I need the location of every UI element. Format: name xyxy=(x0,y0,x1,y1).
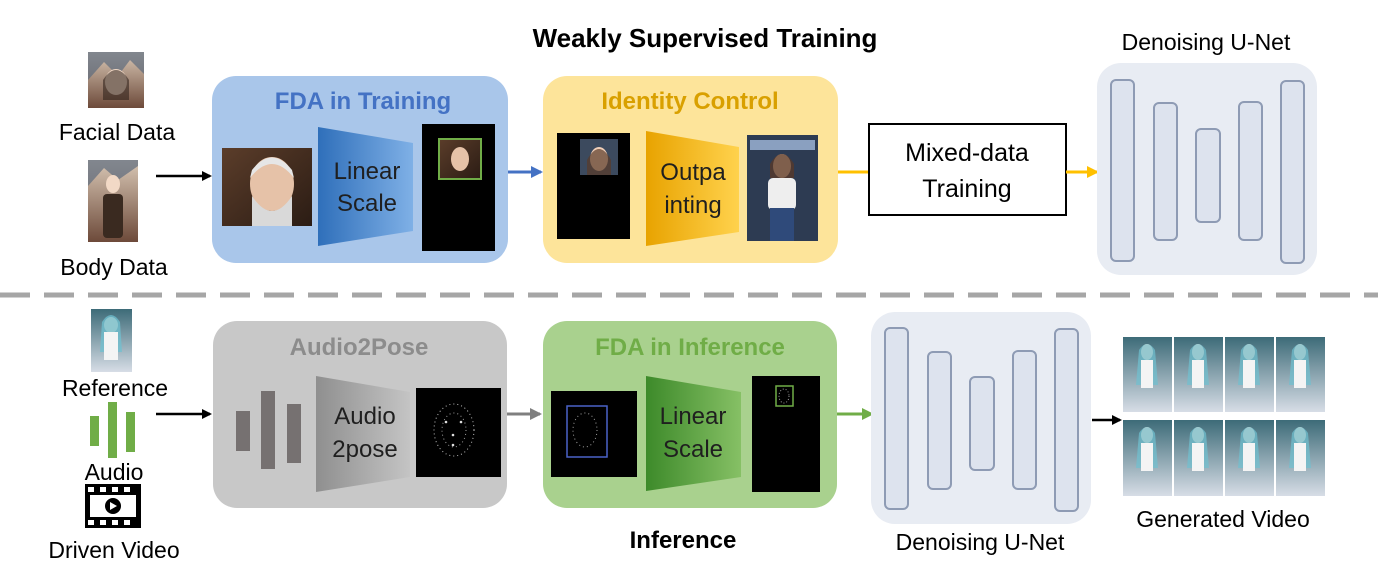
fda-training-op-line2: Scale xyxy=(337,190,397,217)
audio-icon xyxy=(90,402,135,458)
identity-control-title: Identity Control xyxy=(601,88,778,115)
fda-training-linear-scale-trapezoid xyxy=(318,127,413,246)
video-frame xyxy=(1225,420,1274,496)
video-frame xyxy=(1123,337,1172,412)
audio-label: Audio xyxy=(85,459,144,485)
generated-video-frames xyxy=(1123,337,1325,496)
generated-video-label: Generated Video xyxy=(1136,506,1310,532)
fda-inference-input-image xyxy=(551,391,637,477)
fda-inference-op-line2: Scale xyxy=(663,436,723,463)
fda-inference-op-line1: Linear xyxy=(660,403,727,430)
video-frame xyxy=(1225,337,1274,412)
mixed-data-training-box xyxy=(868,123,1067,216)
audio2pose-op-line2: 2pose xyxy=(332,436,397,463)
audio2pose-waveform-icon xyxy=(236,391,301,469)
driven-video-label: Driven Video xyxy=(48,537,179,563)
video-frame xyxy=(1276,337,1325,412)
identity-control-outpainting-trapezoid xyxy=(646,131,739,246)
facial-data-thumbnail xyxy=(88,52,144,108)
audio2pose-output-landmarks xyxy=(416,388,501,477)
inference-title: Inference xyxy=(630,527,737,554)
inference-unet xyxy=(871,312,1091,524)
fda-inference-linear-scale-trapezoid xyxy=(646,376,741,491)
audio2pose-title: Audio2Pose xyxy=(290,334,429,361)
video-icon xyxy=(85,484,141,528)
audio2pose-op-line1: Audio xyxy=(334,403,395,430)
identity-control-output-image xyxy=(747,135,818,241)
fda-inference-title: FDA in Inference xyxy=(595,334,785,361)
training-title: Weakly Supervised Training xyxy=(533,23,878,53)
mixed-training-line1: Mixed-data xyxy=(905,139,1029,167)
body-data-label: Body Data xyxy=(60,254,168,280)
identity-control-input-image xyxy=(557,133,630,239)
reference-label: Reference xyxy=(62,375,168,401)
identity-control-op-line1: Outpa xyxy=(660,159,726,186)
training-unet-label: Denoising U-Net xyxy=(1122,29,1291,55)
reference-thumbnail xyxy=(91,309,132,372)
fda-training-output-image xyxy=(422,124,495,251)
fda-training-op-line1: Linear xyxy=(334,158,401,185)
fda-inference-output-image xyxy=(752,376,820,492)
training-unet xyxy=(1097,63,1317,275)
fda-training-input-image xyxy=(222,148,312,226)
identity-control-op-line2: inting xyxy=(664,192,721,219)
video-frame xyxy=(1276,420,1325,496)
video-frame xyxy=(1123,420,1172,496)
video-frame xyxy=(1174,420,1223,496)
facial-data-label: Facial Data xyxy=(59,119,176,145)
inference-unet-label: Denoising U-Net xyxy=(896,529,1065,555)
fda-training-title: FDA in Training xyxy=(275,88,451,115)
audio2pose-trapezoid xyxy=(316,376,410,492)
mixed-training-line2: Training xyxy=(922,175,1011,203)
body-data-thumbnail xyxy=(88,160,138,242)
video-frame xyxy=(1174,337,1223,412)
